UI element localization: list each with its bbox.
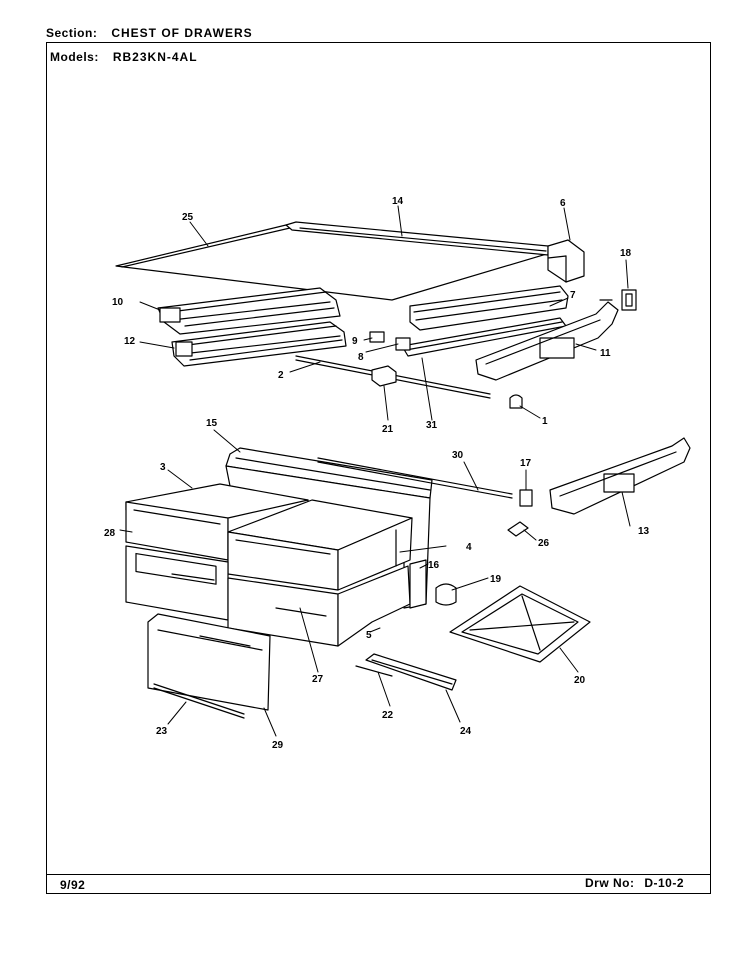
footer-drawing-number: Drw No: D-10-2 — [585, 876, 684, 890]
models-header: Models: RB23KN-4AL — [50, 50, 198, 64]
callout-1: 1 — [542, 416, 548, 427]
part-rod-22 — [355, 665, 393, 677]
callout-28: 28 — [104, 528, 116, 539]
section-value: CHEST OF DRAWERS — [111, 26, 253, 40]
part-trim-strip — [153, 683, 245, 719]
leader-lines — [119, 205, 631, 737]
callout-31: 31 — [426, 420, 438, 431]
part-left-rail-upper — [157, 287, 341, 335]
callout-17: 17 — [520, 458, 532, 469]
part-left-lower-drawer — [125, 545, 229, 621]
callout-21: 21 — [382, 424, 394, 435]
part-end-cap — [547, 239, 585, 283]
section-header: Section: CHEST OF DRAWERS — [46, 26, 253, 40]
callout-23: 23 — [156, 726, 168, 737]
callout-4: 4 — [466, 542, 472, 553]
callout-9: 9 — [352, 336, 358, 347]
part-clip-17 — [519, 489, 533, 507]
part-cover-frame — [449, 585, 591, 663]
part-side-plate — [409, 559, 427, 609]
callout-labels: 25 14 6 18 10 12 7 9 8 2 11 21 31 1 15 3… — [104, 196, 650, 751]
part-clip-19 — [435, 583, 457, 606]
callout-12: 12 — [124, 336, 136, 347]
callout-11: 11 — [600, 348, 611, 359]
callout-13: 13 — [638, 526, 650, 537]
part-shelf-panel — [115, 224, 561, 301]
footer-divider — [46, 874, 711, 875]
drawing-value: D-10-2 — [644, 876, 685, 890]
part-right-support-bracket-lower — [549, 437, 691, 515]
callout-22: 22 — [382, 710, 394, 721]
part-small-clip-9 — [369, 331, 385, 343]
callout-29: 29 — [272, 740, 284, 751]
callout-24: 24 — [460, 726, 472, 737]
callout-26: 26 — [538, 538, 550, 549]
models-value: RB23KN-4AL — [112, 50, 198, 64]
models-label: Models: — [50, 50, 99, 64]
footer-date: 9/92 — [60, 878, 86, 892]
callout-15: 15 — [206, 418, 218, 429]
part-right-lower-drawer — [227, 565, 411, 647]
callout-14: 14 — [392, 196, 404, 207]
callout-8: 8 — [358, 352, 364, 363]
callout-16: 16 — [428, 560, 440, 571]
part-right-upper-drawer — [227, 499, 413, 591]
part-clip-26 — [507, 521, 529, 537]
callout-7: 7 — [570, 290, 576, 301]
part-right-support-bracket — [475, 299, 619, 381]
callout-10: 10 — [112, 297, 124, 308]
drawing-label: Drw No: — [585, 876, 635, 890]
part-left-rail-lower — [171, 321, 347, 367]
callout-18: 18 — [620, 248, 632, 259]
callout-3: 3 — [160, 462, 166, 473]
part-clip-1 — [509, 394, 523, 409]
callout-20: 20 — [574, 675, 586, 686]
callout-19: 19 — [490, 574, 502, 585]
callout-6: 6 — [560, 198, 566, 209]
part-rod-30 — [317, 457, 513, 499]
part-slide-24 — [365, 653, 457, 691]
part-right-rail-upper — [409, 285, 569, 331]
callout-30: 30 — [452, 450, 464, 461]
part-clip-upper — [621, 289, 637, 311]
part-drawer-front — [147, 613, 271, 711]
section-label: Section: — [46, 26, 98, 40]
part-top-frame-rail — [225, 447, 433, 499]
callout-5: 5 — [366, 630, 372, 641]
callout-2: 2 — [278, 370, 284, 381]
part-block — [371, 365, 397, 387]
diagram-frame — [46, 42, 711, 894]
callout-27: 27 — [312, 674, 324, 685]
callout-25: 25 — [182, 212, 194, 223]
